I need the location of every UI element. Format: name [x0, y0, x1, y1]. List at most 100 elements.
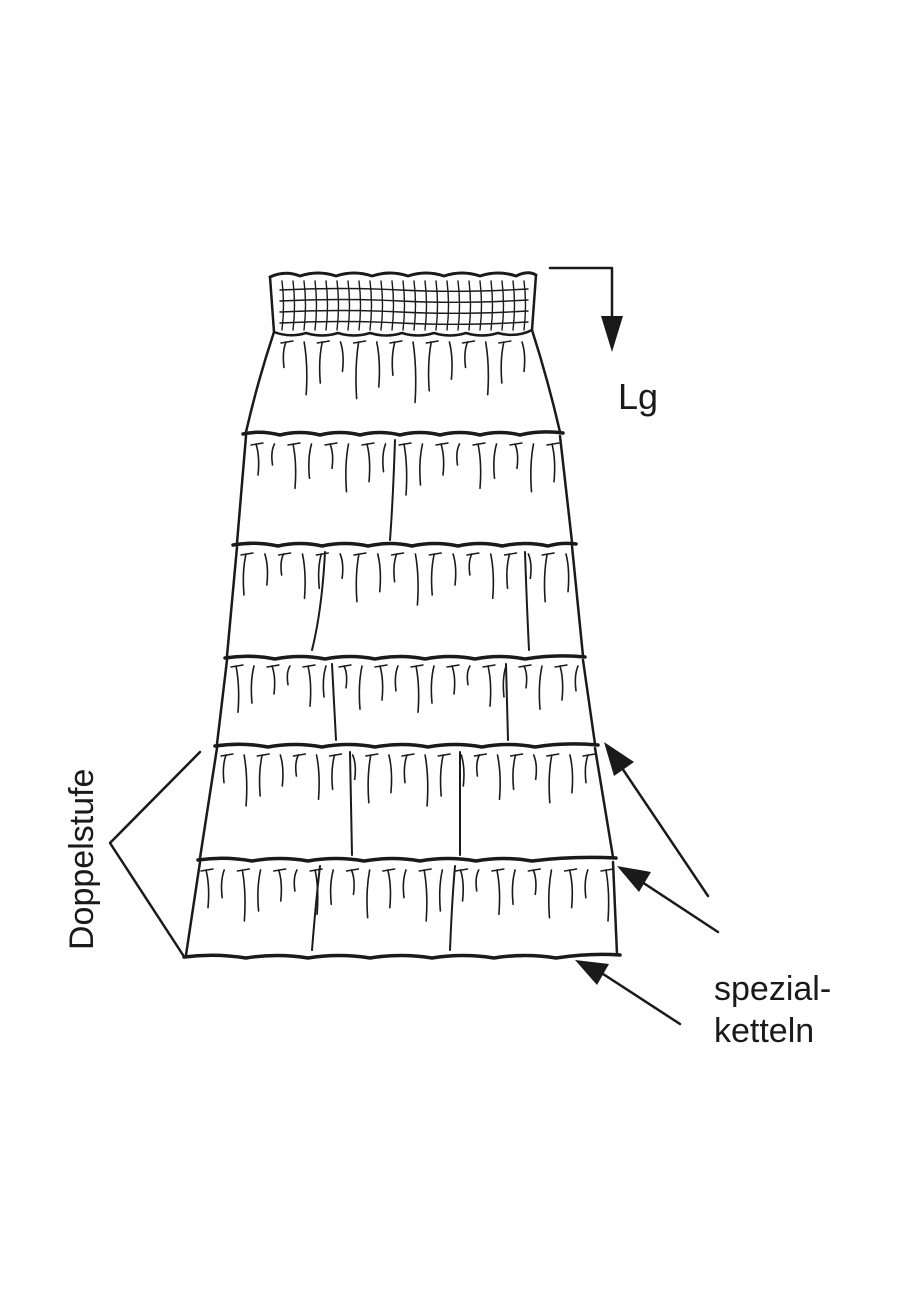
fold-line [477, 443, 482, 490]
fold-line [355, 341, 360, 400]
fold-line [464, 341, 469, 369]
fold-line [387, 869, 392, 909]
fold-line [448, 341, 453, 380]
fold-line [271, 443, 276, 466]
fold-line [398, 442, 412, 446]
fold-line [415, 665, 420, 714]
fold-line [502, 665, 507, 698]
fold-line [582, 753, 596, 757]
double-tier-label: Doppelstufe [63, 769, 101, 950]
tier-seam-1 [241, 430, 565, 437]
fold-line [256, 753, 270, 757]
fold-line [451, 665, 456, 695]
fold-line [329, 443, 334, 470]
fold-line [419, 443, 424, 486]
fold-line [324, 442, 338, 446]
fold-line [541, 552, 555, 556]
fold-line [514, 443, 519, 470]
fold-line [521, 341, 526, 373]
fold-line [491, 868, 505, 872]
fold-line [286, 665, 291, 686]
fold-line [279, 309, 529, 314]
fold-line [423, 869, 428, 922]
fold-line [376, 553, 382, 593]
fold-line [389, 340, 403, 344]
fold-line [500, 341, 505, 384]
fold-line [456, 443, 461, 466]
overlock-arrows [575, 742, 720, 1026]
fold-line [250, 665, 255, 704]
fold-line [402, 869, 407, 899]
fold-line [493, 443, 498, 480]
fold-line [322, 665, 327, 698]
fold-line [351, 754, 357, 781]
fold-line [424, 754, 429, 807]
fold-line [438, 869, 444, 912]
fold-line [365, 753, 379, 757]
fold-line [574, 665, 579, 692]
fold-line [503, 552, 518, 556]
fold-line [382, 868, 396, 872]
fold-line [559, 665, 564, 701]
fold-line [523, 665, 528, 689]
tier-1-outline [244, 330, 276, 434]
tier-seam-3 [223, 654, 587, 661]
fold-line [316, 340, 331, 344]
fold-line [301, 553, 306, 600]
fold-line [309, 868, 323, 872]
fold-line [435, 442, 449, 446]
skirt-hem [182, 952, 622, 960]
fold-line [352, 340, 367, 344]
fold-line [353, 552, 367, 556]
fold-line [489, 553, 495, 600]
fold-line [230, 664, 244, 668]
fold-line [358, 665, 363, 710]
fold-line [279, 298, 529, 303]
fold-line [439, 754, 444, 797]
fold-line [200, 868, 214, 872]
fold-line [402, 280, 406, 331]
fold-line [280, 553, 285, 576]
fold-line [600, 868, 614, 872]
fold-line [250, 442, 264, 446]
fold-line [339, 341, 344, 373]
fold-line [345, 443, 350, 493]
fold-line [317, 553, 323, 590]
fold-line [266, 664, 280, 668]
fold-line [424, 280, 428, 331]
fold-line [315, 754, 320, 801]
fold-line [459, 869, 465, 902]
fold-line [466, 665, 471, 686]
fold-line [350, 869, 355, 896]
fold-line [375, 341, 381, 388]
fold-line [548, 754, 553, 804]
fold-line [512, 754, 517, 791]
fold-line [294, 754, 300, 777]
fold-line [282, 341, 287, 369]
fold-line [435, 280, 439, 331]
fold-line [412, 341, 417, 404]
fold-line [358, 280, 362, 331]
fold-line [273, 868, 287, 872]
fold-line [339, 553, 344, 580]
fold-line [390, 552, 405, 556]
fold-line [303, 341, 308, 396]
fold-line [466, 552, 480, 556]
fold-line [554, 664, 568, 668]
fold-line [303, 280, 307, 331]
fold-line [345, 868, 360, 872]
fold-line [369, 280, 373, 331]
fold-line [482, 664, 496, 668]
fold-line [430, 553, 436, 596]
fold-line [329, 869, 335, 906]
fold-line [318, 341, 324, 384]
fold-line [380, 280, 384, 331]
fold-line [538, 665, 543, 710]
fold-line [454, 868, 469, 872]
fold-line [546, 753, 560, 757]
fold-line [403, 754, 408, 784]
gather-folds [200, 340, 614, 922]
fold-line [292, 280, 296, 331]
fold-line [328, 753, 343, 757]
